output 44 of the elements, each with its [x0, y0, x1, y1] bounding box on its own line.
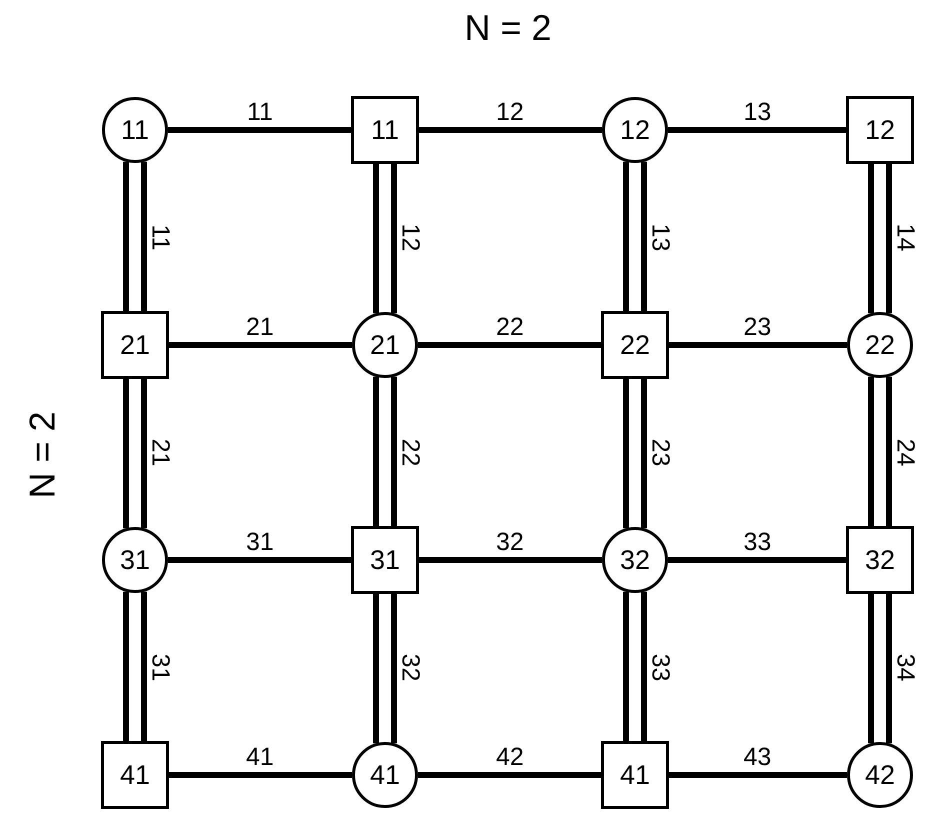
- double-line: [868, 374, 892, 529]
- node-label: 21: [370, 332, 400, 358]
- connector-line: [418, 772, 601, 778]
- node-label: 21: [120, 332, 150, 358]
- node-label: 41: [370, 762, 400, 788]
- connector-line: [419, 127, 602, 133]
- connector-line: [169, 342, 352, 348]
- node-label: 41: [620, 762, 650, 788]
- connector-line: [669, 342, 847, 348]
- connector-line: [168, 557, 351, 563]
- double-line: [373, 374, 397, 529]
- node-label: 31: [370, 546, 400, 574]
- node-label: 31: [120, 546, 150, 574]
- connector-line: [668, 557, 846, 563]
- node-label: 41: [120, 762, 150, 788]
- node-label: 32: [864, 546, 896, 574]
- double-line: [123, 158, 147, 314]
- node-label: 12: [620, 116, 650, 144]
- connector-line: [418, 342, 601, 348]
- axis-label: N = 2: [24, 411, 60, 499]
- square-node: [846, 526, 914, 594]
- connector-line: [168, 127, 351, 133]
- node-label: 11: [120, 116, 150, 144]
- node-label: 32: [620, 546, 650, 574]
- square-node: [101, 311, 169, 379]
- title: N = 2: [464, 10, 552, 46]
- connector-line: [169, 772, 352, 778]
- node-label: 42: [864, 762, 896, 788]
- double-line: [123, 588, 147, 744]
- square-node: [601, 741, 669, 809]
- node-label: 12: [864, 116, 896, 144]
- connector-line: [419, 557, 602, 563]
- node-label: 22: [864, 332, 896, 358]
- node-label: 22: [620, 332, 650, 358]
- node-label: 11: [370, 116, 400, 144]
- square-node: [351, 96, 419, 164]
- connector-line: [669, 772, 847, 778]
- connector-line: [668, 127, 846, 133]
- double-line: [623, 158, 647, 314]
- square-node: [601, 311, 669, 379]
- square-node: [351, 526, 419, 594]
- double-line: [623, 588, 647, 744]
- square-node: [846, 96, 914, 164]
- square-node: [101, 741, 169, 809]
